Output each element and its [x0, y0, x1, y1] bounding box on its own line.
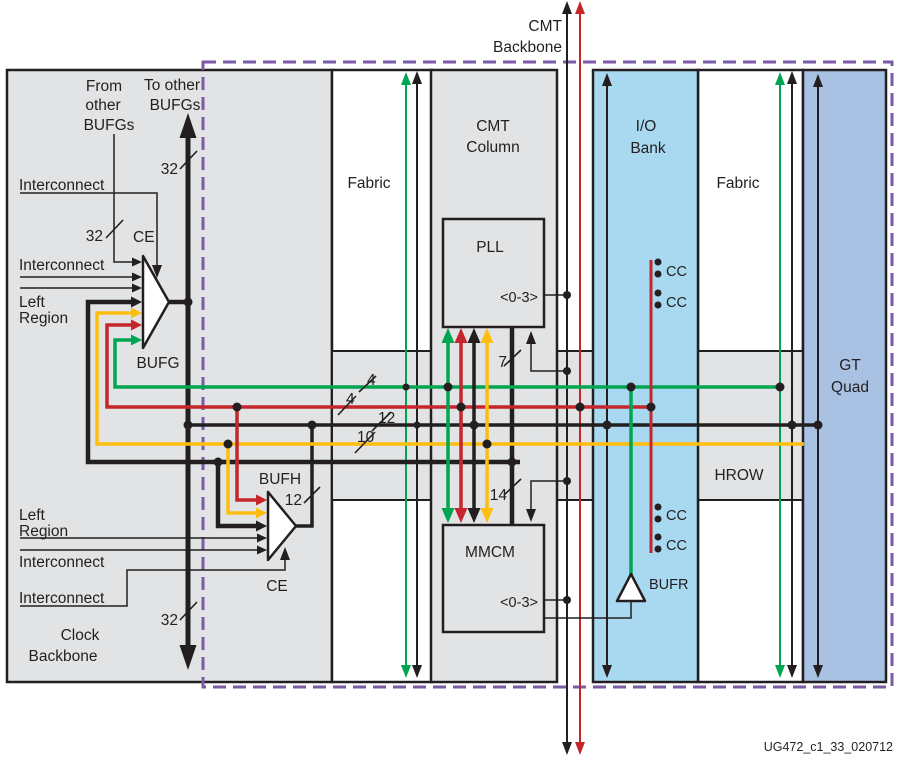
bus-width-red-hclk: 4: [346, 391, 355, 408]
mmcm-range-label: <0-3>: [500, 595, 538, 611]
bufg-ce-label: CE: [133, 229, 155, 246]
doc-reference: UG472_c1_33_020712: [764, 740, 893, 754]
clock-backbone-label-line2: Backbone: [29, 648, 98, 665]
gt-quad-label-line1: GT: [839, 357, 861, 374]
junction-dots: [183, 291, 823, 604]
mmcm-box: [441, 523, 546, 634]
cmt-backbone-lines: [562, 1, 585, 755]
cmt-column-label-line2: Column: [466, 139, 519, 156]
from-other-bufgs-label-line2: other: [85, 97, 120, 114]
interconnect-label-1: Interconnect: [19, 177, 105, 194]
fabric-left-label: Fabric: [347, 175, 390, 192]
gt-quad-region: [801, 68, 888, 684]
to-other-bufgs-label-line1: To other: [144, 77, 200, 94]
labels: CMT Backbone Fabric Fabric CMT Column I/…: [19, 18, 893, 754]
from-other-bufgs-label-line3: BUFGs: [84, 117, 135, 134]
from-other-bufgs-label-line1: From: [86, 78, 122, 95]
left-region-bottom-label-line2: Region: [19, 523, 68, 540]
io-bank-region: [591, 68, 700, 684]
bufh-label: BUFH: [259, 471, 301, 488]
pll-range-label: <0-3>: [500, 290, 538, 306]
interconnect-label-2: Interconnect: [19, 257, 105, 274]
clock-backbone-label-line1: Clock: [61, 627, 100, 644]
left-region-bottom-label-line1: Left: [19, 507, 46, 524]
left-region-top-label-line2: Region: [19, 310, 68, 327]
bus-width-clock-backbone: 32: [161, 612, 178, 629]
left-box-wiring: [20, 134, 290, 607]
cc-label-3: CC: [666, 508, 687, 524]
cc-label-2: CC: [666, 295, 687, 311]
bus-width-mmcm-out: 14: [490, 487, 508, 504]
fabric-vertical-clocks: [401, 71, 823, 678]
interconnect-label-3: Interconnect: [19, 554, 105, 571]
mmcm-label: MMCM: [465, 544, 515, 561]
hrow-label: HROW: [714, 467, 763, 484]
bus-width-slashes: [105, 150, 522, 621]
clock-region-dashed-boundary: [201, 60, 894, 689]
bus-width-to-other: 32: [161, 161, 178, 178]
cmt-column-label-line1: CMT: [476, 118, 510, 135]
clock-backbone-region: [5, 68, 334, 684]
io-bank-label-line1: I/O: [636, 118, 657, 135]
cc-label-1: CC: [666, 264, 687, 280]
bufh-buffer: [266, 490, 298, 562]
interconnect-label-4: Interconnect: [19, 590, 105, 607]
bufr-buffer: [615, 572, 647, 603]
bus-width-black-hclk: 12: [378, 410, 395, 427]
fabric-right-label: Fabric: [716, 175, 759, 192]
clock-backbone-bus: [179, 113, 197, 670]
bus-width-bufh-out: 12: [285, 492, 302, 509]
cmt-backbone-label-line2: Backbone: [493, 39, 562, 56]
bufr-label: BUFR: [649, 577, 688, 593]
gt-quad-label-line2: Quad: [831, 379, 869, 396]
cmt-backbone-label-line1: CMT: [528, 18, 562, 35]
bus-width-from-other: 32: [86, 228, 103, 245]
pll-box: [441, 217, 546, 329]
bufh-output-wire: [296, 425, 314, 528]
bufh-input-wires: [215, 407, 267, 532]
cc-pin-dots: [654, 258, 662, 553]
cc-label-4: CC: [666, 538, 687, 554]
hclk-lines: [85, 296, 818, 465]
bus-width-yellow-hclk: 10: [357, 429, 375, 446]
bufg-label: BUFG: [136, 355, 179, 372]
io-bank-label-line2: Bank: [630, 140, 666, 157]
bus-width-pll-out: 7: [498, 354, 507, 371]
bus-width-green-hclk: 4: [367, 372, 376, 389]
pll-label: PLL: [476, 239, 504, 256]
bufg-buffer: [141, 254, 171, 350]
left-region-top-label-line1: Left: [19, 294, 46, 311]
bufh-ce-label: CE: [266, 578, 288, 595]
to-other-bufgs-label-line2: BUFGs: [150, 97, 201, 114]
